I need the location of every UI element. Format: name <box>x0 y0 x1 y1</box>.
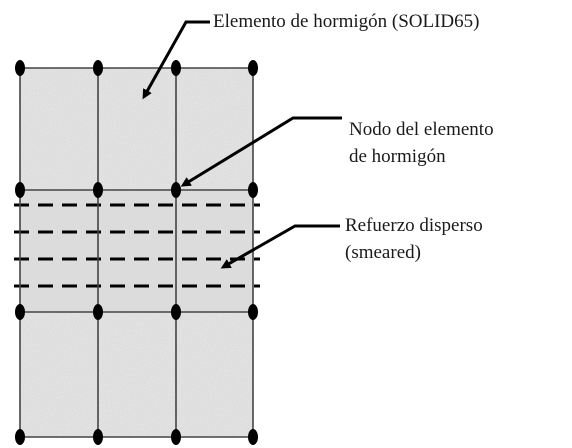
node <box>171 60 181 76</box>
smeared-reinforcement-text-line1: Refuerzo disperso <box>345 215 483 236</box>
concrete-element-text: Elemento de hormigón (SOLID65) <box>213 11 480 32</box>
node <box>93 182 103 198</box>
callout-arrows <box>142 20 342 269</box>
node <box>171 429 181 445</box>
concrete-texture-bottom <box>20 312 253 437</box>
node <box>15 60 25 76</box>
mesh-nodes <box>15 60 258 445</box>
node <box>93 429 103 445</box>
node <box>93 304 103 320</box>
arrow-to-concrete-element <box>142 20 210 100</box>
arrow-to-smeared-reinforcement <box>220 224 340 269</box>
smeared-reinforcement-text-line2: (smeared) <box>345 242 421 263</box>
node <box>248 429 258 445</box>
node <box>15 304 25 320</box>
node <box>171 182 181 198</box>
concrete-texture-top <box>20 68 253 190</box>
concrete-element-label: Elemento de hormigón (SOLID65) <box>213 8 479 35</box>
concrete-node-text-line2: de hormigón <box>349 146 446 167</box>
concrete-node-label: Nodo del elemento de hormigón <box>349 116 494 170</box>
node <box>248 182 258 198</box>
smeared-reinforcement-label: Refuerzo disperso (smeared) <box>345 212 483 266</box>
node <box>15 429 25 445</box>
mesh-grid <box>19 67 254 438</box>
smeared-reinforcement-lines <box>14 203 260 288</box>
node <box>248 304 258 320</box>
concrete-node-text-line1: Nodo del elemento <box>349 119 494 140</box>
reinforced-layer <box>20 190 253 312</box>
node <box>15 182 25 198</box>
node <box>93 60 103 76</box>
node <box>171 304 181 320</box>
node <box>248 60 258 76</box>
arrow-to-concrete-node <box>180 116 342 187</box>
